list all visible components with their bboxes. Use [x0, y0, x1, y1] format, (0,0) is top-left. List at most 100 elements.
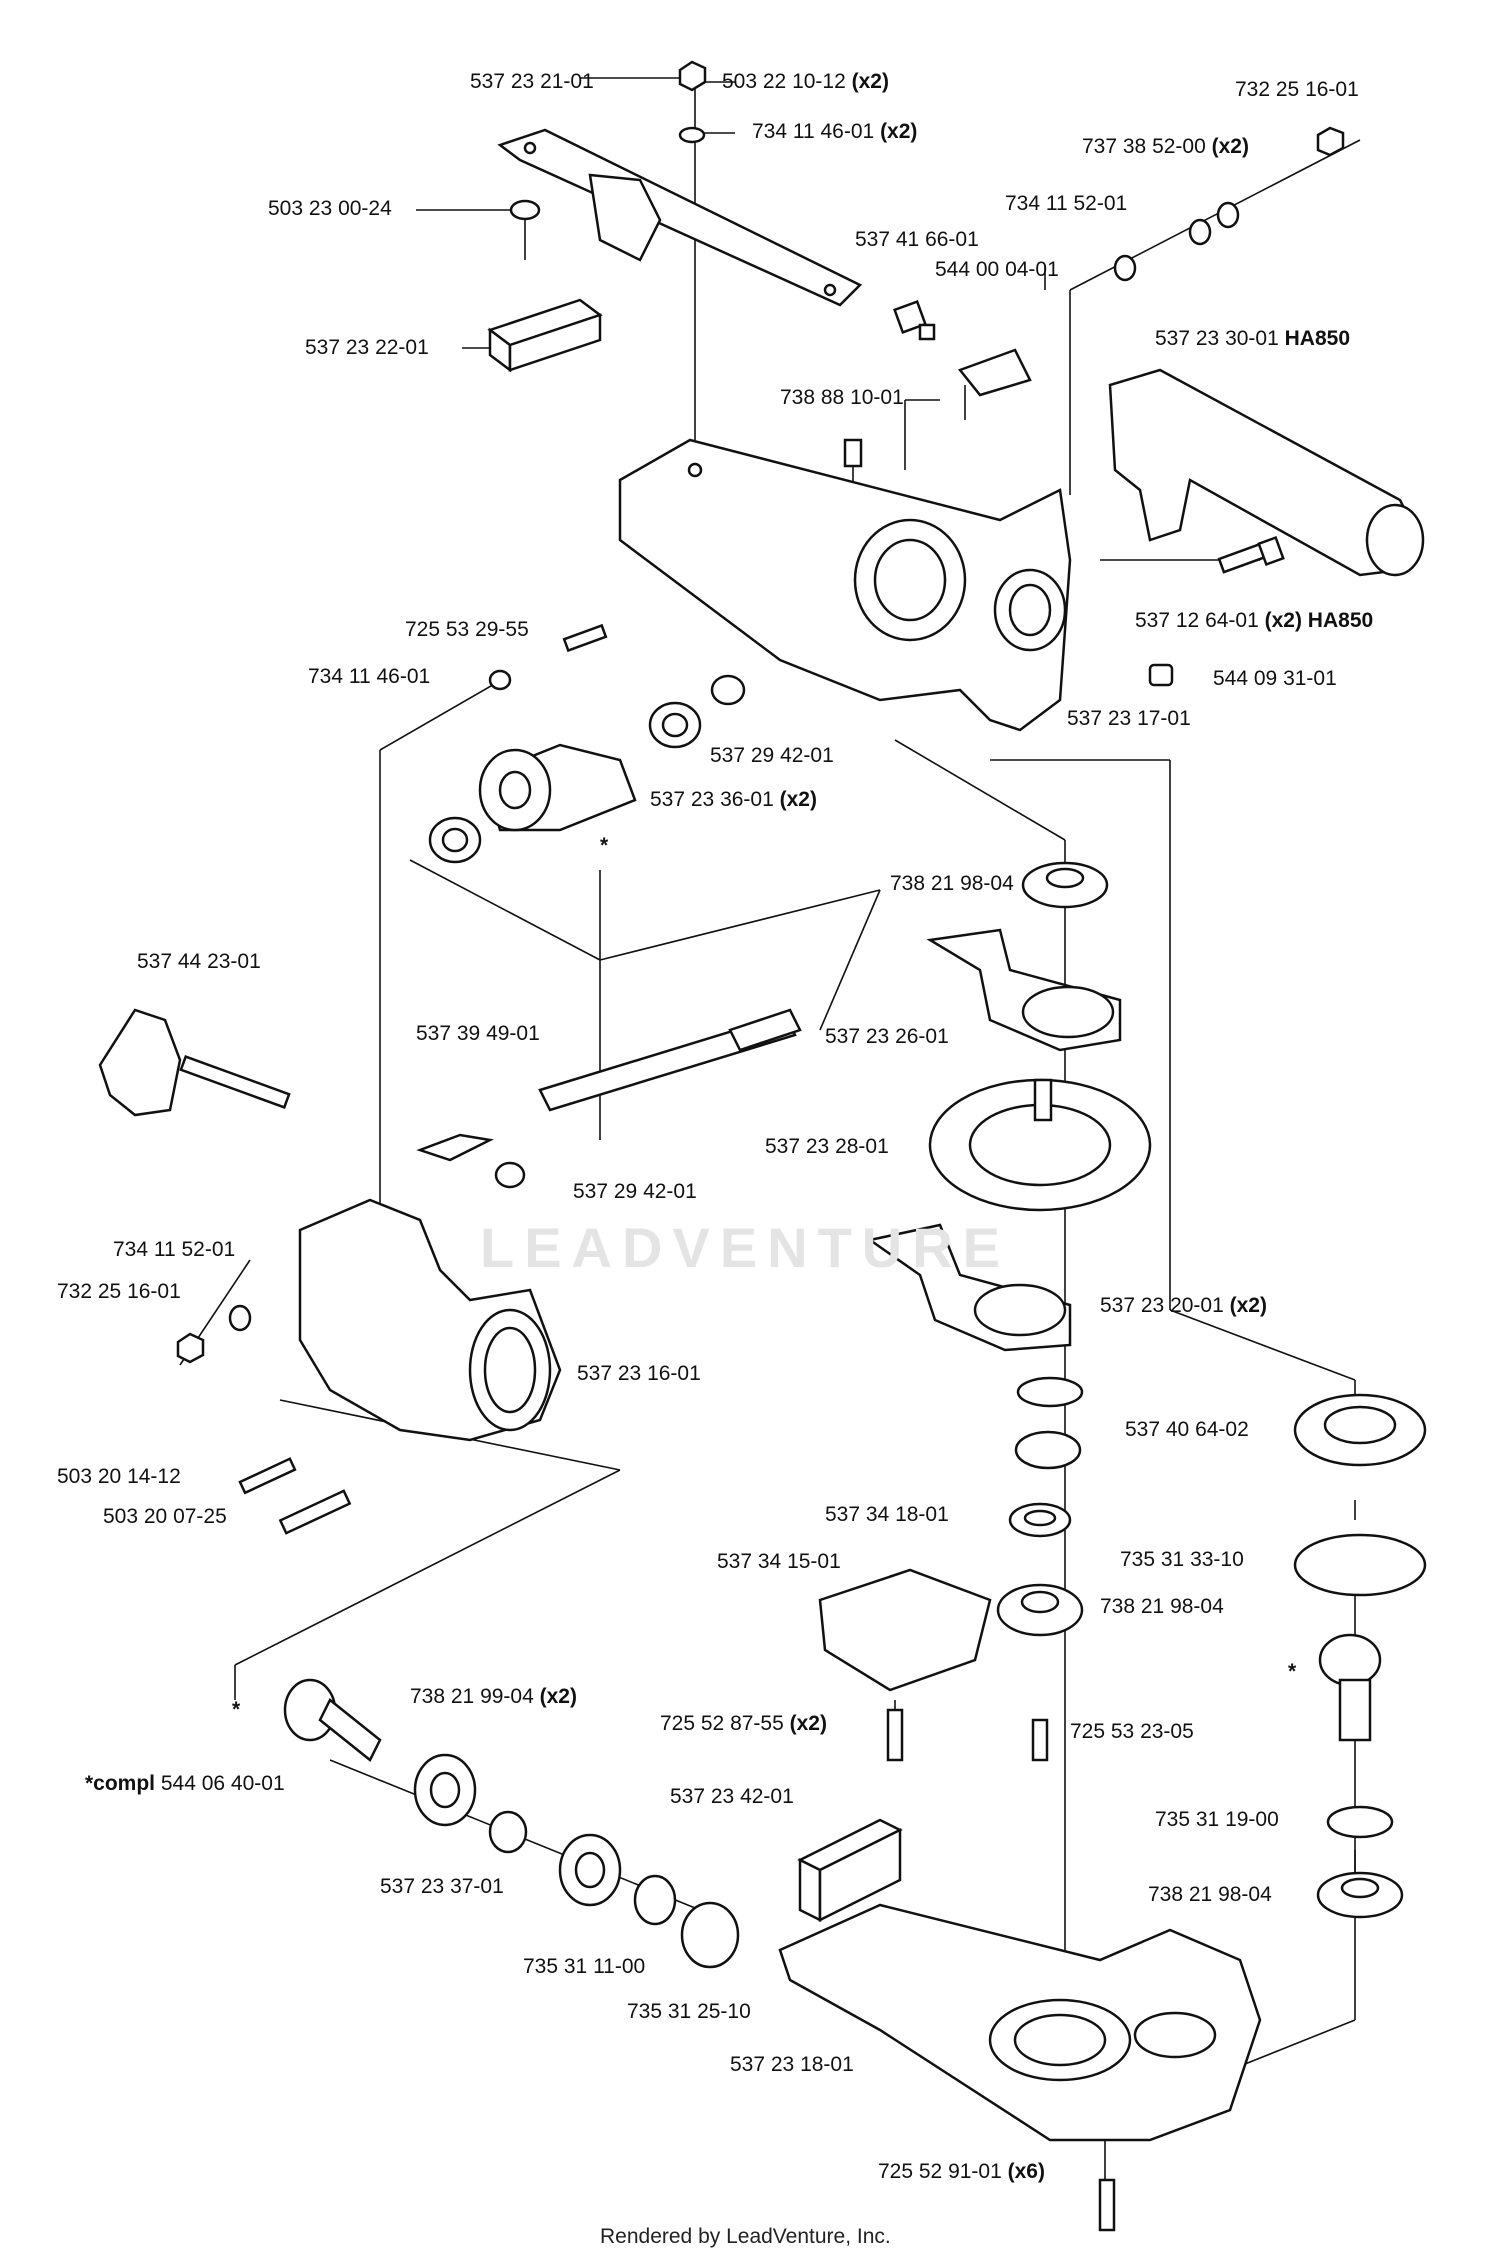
label-735-31-33-10: 735 31 33-10: [1120, 1548, 1244, 1571]
label-503-20-14-12: 503 20 14-12: [57, 1465, 181, 1488]
label-537-34-15-01: 537 34 15-01: [717, 1550, 841, 1573]
screw-725-53-23-05: [1031, 1718, 1049, 1762]
bearing-738-21-98-04-b: [996, 1583, 1084, 1637]
watermark: LEADVENTURE: [480, 1216, 1011, 1279]
label-537-44-23-01: 537 44 23-01: [137, 950, 261, 973]
star-marker-pinion: *: [1288, 1660, 1297, 1683]
washer-734-11-52-01-b: [228, 1304, 252, 1332]
label-537-23-42-01: 537 23 42-01: [670, 1785, 794, 1808]
bearing-738-21-99-04-b: [558, 1833, 622, 1907]
washer-734-11-46-01-b: [488, 669, 512, 691]
ring-735-31-25-10: [680, 1901, 740, 1969]
label-537-23-16-01: 537 23 16-01: [577, 1362, 701, 1385]
label-537-34-18-01: 537 34 18-01: [825, 1503, 949, 1526]
screw-503-20-14-12: [238, 1457, 297, 1495]
label-537-23-30-01: 537 23 30-01 HA850: [1155, 327, 1350, 350]
washer-503-23-00-24: [509, 199, 541, 221]
bearing-738-21-99-04: [413, 1753, 477, 1827]
label-537-23-28-01: 537 23 28-01: [765, 1135, 889, 1158]
label-537-29-42-01: 537 29 42-01: [710, 744, 834, 767]
label-725-52-87-55: 725 52 87-55 (x2): [660, 1712, 827, 1735]
pinion-lower-left: [283, 1678, 382, 1762]
plate-537-23-20-01-a: [926, 928, 1122, 1052]
label-537-23-22-01: 537 23 22-01: [305, 336, 429, 359]
screw-725-53-29-55: [562, 623, 608, 653]
gearbox-537-23-16-01: [298, 1198, 562, 1442]
label-725-52-91-01: 725 52 91-01 (x6): [878, 2160, 1045, 2183]
label-537-29-42-01-b: 537 29 42-01: [573, 1180, 697, 1203]
plate-537-34-15-01: [818, 1568, 992, 1692]
label-544-09-31-01: 544 09 31-01: [1213, 667, 1337, 690]
label-544-00-04-01: 544 00 04-01: [935, 258, 1059, 281]
label-738-88-10-01: 738 88 10-01: [780, 386, 904, 409]
label-734-11-46-01-b: 734 11 46-01: [308, 665, 431, 688]
star-marker-left: *: [232, 1698, 241, 1721]
screw-503-20-07-25: [278, 1489, 352, 1535]
label-732-25-16-01-b: 732 25 16-01: [57, 1280, 181, 1303]
label-734-11-52-01-b: 734 11 52-01: [113, 1238, 236, 1261]
label-537-23-26-01: 537 23 26-01: [825, 1025, 949, 1048]
sleeve-537-23-37-01: [488, 1810, 528, 1854]
label-738-21-98-04-c: 738 21 98-04: [1148, 1883, 1272, 1906]
label-537-40-64-02: 537 40 64-02: [1125, 1418, 1249, 1441]
nut-732-25-16-01-b: [176, 1332, 205, 1364]
label-738-21-99-04: 738 21 99-04 (x2): [410, 1685, 577, 1708]
washer-734-11-52-01: [1113, 254, 1137, 282]
washer-537-29-42-01: [710, 674, 746, 706]
plug-537-41-66-01: [893, 300, 936, 341]
label-734-11-46-01: 734 11 46-01 (x2): [752, 120, 918, 143]
housing-537-23-17-01: [618, 438, 1072, 732]
screw-725-52-87-55: [886, 1708, 904, 1762]
label-734-11-52-01: 734 11 52-01: [1005, 192, 1128, 215]
label-537-23-21-01: 537 23 21-01: [470, 70, 594, 93]
label-735-31-11-00: 735 31 11-00: [523, 1955, 646, 1978]
bearing-738-21-98-04-c: [1316, 1871, 1404, 1919]
handle-537-23-30-01: [1108, 368, 1425, 577]
key-537-39-49-01: [416, 1133, 494, 1162]
label-725-53-29-55: 725 53 29-55: [405, 618, 529, 641]
screw-725-52-91-01: [1098, 2178, 1116, 2232]
bearing-738-21-98-04: [1021, 861, 1109, 909]
ring-735-31-33-10: [1293, 1533, 1427, 1597]
label-537-41-66-01: 537 41 66-01: [855, 228, 979, 251]
star-marker-gear: *: [600, 834, 609, 857]
label-537-23-20-01: 537 23 20-01 (x2): [1100, 1294, 1267, 1317]
seal-537-34-18-01: [1008, 1502, 1072, 1538]
label-537-23-37-01: 537 23 37-01: [380, 1875, 504, 1898]
bushing-537-23-36-01: [428, 701, 702, 864]
clip-544-00-04-01: [957, 348, 1032, 420]
washer-center-1: [1016, 1376, 1084, 1408]
label-537-23-36-01: 537 23 36-01 (x2): [650, 788, 817, 811]
spacer-544-09-31-01: [1148, 663, 1174, 687]
label-537-23-18-01: 537 23 18-01: [730, 2053, 854, 2076]
gear-537-23-28-01: [928, 1078, 1152, 1212]
label-725-53-23-05: 725 53 23-05: [1070, 1720, 1194, 1743]
label-537-39-49-01: 537 39 49-01: [416, 1022, 540, 1045]
washer-537-29-42-01-b: [494, 1161, 526, 1189]
block-537-23-42-01: [797, 1818, 903, 1923]
label-503-20-07-25: 503 20 07-25: [103, 1505, 227, 1528]
label-732-25-16-01: 732 25 16-01: [1235, 78, 1359, 101]
pinion: [1318, 1633, 1382, 1742]
block-537-23-22-01: [487, 298, 603, 373]
ring-735-31-11-00: [633, 1874, 677, 1926]
nut-732-25-16-01: [1316, 126, 1345, 157]
label-544-06-40-01: *compl 544 06 40-01: [85, 1772, 285, 1795]
cover-537-23-18-01: [778, 1903, 1262, 2142]
label-738-21-98-04-b: 738 21 98-04: [1100, 1595, 1224, 1618]
footer-credit: Rendered by LeadVenture, Inc.: [600, 2225, 891, 2248]
label-503-23-00-24: 503 23 00-24: [268, 197, 392, 220]
nut-503-22-10-12: [678, 60, 707, 92]
ring-735-31-19-00: [1326, 1805, 1394, 1839]
washer-center-2: [1014, 1430, 1082, 1470]
bearing-537-40-64-02: [1293, 1393, 1427, 1467]
label-735-31-19-00: 735 31 19-00: [1155, 1808, 1279, 1831]
label-735-31-25-10: 735 31 25-10: [627, 2000, 751, 2023]
label-503-22-10-12: 503 22 10-12 (x2): [722, 70, 889, 93]
washers-737-38-52-00: [1188, 201, 1240, 246]
bracket-537-23-21-01: [497, 128, 863, 307]
plate-537-23-20-01-b: [866, 1223, 1072, 1352]
label-537-12-64-01: 537 12 64-01 (x2) HA850: [1135, 609, 1374, 632]
bevel-gear: [478, 743, 637, 832]
